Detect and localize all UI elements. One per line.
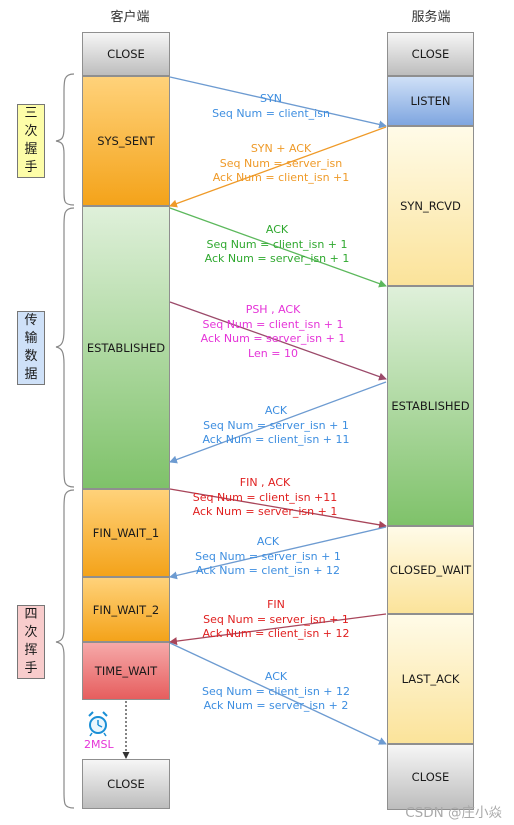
msg-syn: SYN Seq Num = client_isn <box>212 92 330 120</box>
msl-label: 2MSL <box>84 738 114 751</box>
msg-ack: ACK Seq Num = client_isn + 1 Ack Num = s… <box>204 223 350 265</box>
brace-transfer <box>55 207 75 488</box>
client-header: 客户端 <box>110 10 150 25</box>
client-state-time-wait: TIME_WAIT <box>82 642 170 700</box>
watermark: CSDN @庄小焱 <box>405 805 502 821</box>
arrow-psh <box>169 301 387 381</box>
brace-handshake <box>55 73 75 206</box>
client-state-fin-wait-1: FIN_WAIT_1 <box>82 489 170 577</box>
server-state-close-final: CLOSE <box>387 744 474 810</box>
arrow-syn <box>169 76 387 129</box>
phase-handshake-label: 三 次 握 手 <box>17 104 45 178</box>
server-state-last-ack: LAST_ACK <box>387 614 474 744</box>
server-state-syn-rcvd: SYN_RCVD <box>387 126 474 286</box>
client-state-close-final: CLOSE <box>82 759 170 809</box>
phase-wave-label: 四 次 挥 手 <box>17 605 45 679</box>
msg-server-fin: FIN Seq Num = server_isn + 1 Ack Num = c… <box>202 598 350 640</box>
arrow-data-ack <box>169 381 387 464</box>
arrow-last-ack <box>169 642 387 745</box>
msg-syn-ack: SYN + ACK Seq Num = server_isn Ack Num =… <box>212 142 350 184</box>
client-state-established: ESTABLISHED <box>82 206 170 489</box>
arrow-fin-ack <box>169 488 387 529</box>
msg-fin-ack: FIN , ACK Seq Num = client_isn +11 Ack N… <box>192 476 338 518</box>
arrow-syn-ack <box>169 126 387 208</box>
arrow-server-fin <box>169 613 387 646</box>
server-state-listen: LISTEN <box>387 76 474 126</box>
client-state-syn-sent: SYS_SENT <box>82 76 170 206</box>
server-state-closed-wait: CLOSED_WAIT <box>387 526 474 614</box>
phase-transfer-label: 传 输 数 据 <box>17 311 45 385</box>
arrow-ack <box>169 207 387 288</box>
msg-psh-ack: PSH , ACK Seq Num = client_isn + 1 Ack N… <box>200 303 346 360</box>
server-header: 服务端 <box>411 10 451 25</box>
msg-fin-ack-reply: ACK Seq Num = server_isn + 1 Ack Num = c… <box>195 535 341 577</box>
brace-wave <box>55 489 75 809</box>
client-state-close: CLOSE <box>82 32 170 76</box>
alarm-clock-icon <box>88 711 108 737</box>
msg-data-ack: ACK Seq Num = server_isn + 1 Ack Num = c… <box>202 404 350 446</box>
msg-last-ack: ACK Seq Num = client_isn + 12 Ack Num = … <box>201 670 351 712</box>
server-state-close: CLOSE <box>387 32 474 76</box>
client-state-fin-wait-2: FIN_WAIT_2 <box>82 577 170 642</box>
server-state-established: ESTABLISHED <box>387 286 474 526</box>
arrow-fin-ack-reply <box>169 526 387 580</box>
